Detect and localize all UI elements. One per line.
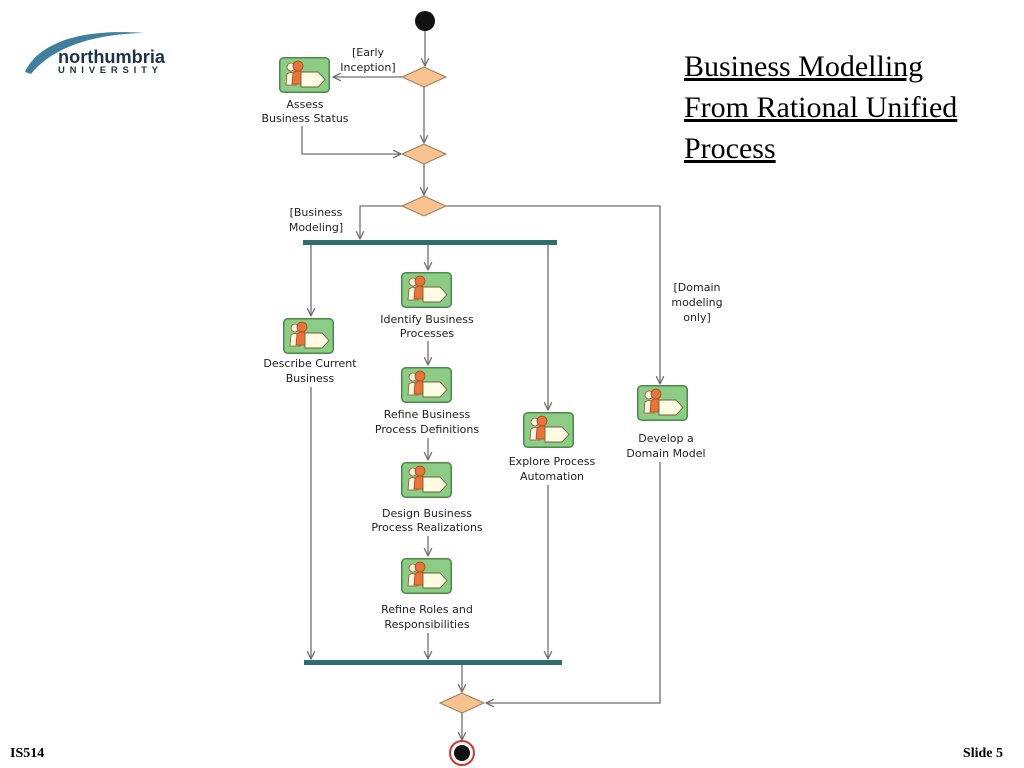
guard-label-line: [Domain (674, 281, 721, 294)
decision-node-4 (438, 692, 486, 714)
activity-label-line: Domain Model (626, 447, 705, 460)
activity-label-line: Identify Business (380, 313, 474, 326)
guard-early-inception: [Early Inception] (340, 46, 395, 74)
activity-identify-business-processes: Identify Business Processes (380, 272, 474, 340)
activity-label-line: Automation (520, 470, 584, 483)
workflow-detail-icon (401, 272, 452, 308)
initial-node (415, 11, 435, 31)
activity-refine-business-process-definitions: Refine Business Process Definitions (375, 367, 479, 436)
fork-bar (303, 240, 557, 245)
activity-label-line: Assess (286, 98, 323, 111)
workflow-detail-icon (283, 318, 334, 354)
activity-assess-business-status: Assess Business Status (261, 57, 349, 125)
activity-design-business-process-realizations: Design Business Process Realizations (371, 462, 483, 534)
logo-wordmark: northumbria (58, 47, 166, 67)
decision-node-3 (400, 195, 448, 217)
title-line: Process (684, 132, 776, 165)
title-line: Business Modelling (684, 50, 924, 83)
flow-decision-3-to-fork (360, 205, 402, 239)
activity-label-line: Describe Current (263, 357, 357, 370)
workflow-detail-icon (637, 385, 688, 421)
activity-label-line: Design Business (382, 507, 472, 520)
flow-decision-3-to-domain-model (446, 205, 660, 384)
slide-number: Slide 5 (962, 746, 1003, 761)
workflow-detail-icon (279, 57, 330, 93)
workflow-detail-icon (401, 367, 452, 403)
activity-label-line: Business Status (261, 112, 348, 125)
activity-label-line: Responsibilities (384, 618, 469, 631)
slide-title: Business Modelling From Rational Unified… (684, 46, 957, 169)
guard-label-line: [Early (352, 46, 385, 59)
activity-develop-domain-model: Develop a Domain Model (626, 385, 706, 460)
activity-label-line: Develop a (638, 432, 694, 445)
activity-label-line: Explore Process (509, 455, 596, 468)
activity-describe-current-business: Describe Current Business (263, 318, 357, 385)
workflow-detail-icon (401, 462, 452, 498)
title-line: From Rational Unified (684, 91, 958, 124)
workflow-detail-icon (401, 558, 452, 594)
decision-node-2 (400, 143, 448, 165)
activity-refine-roles-and-responsibilities: Refine Roles and Responsibilities (381, 558, 473, 631)
university-logo: northumbria UNIVERSITY (25, 32, 166, 76)
flow-assess-to-decision-2 (301, 126, 401, 154)
course-code: IS514 (10, 746, 45, 761)
activity-label-line: Business (286, 372, 335, 385)
activity-label-line: Refine Business (384, 408, 471, 421)
activity-label-line: Processes (400, 327, 454, 340)
activity-explore-process-automation: Explore Process Automation (509, 412, 596, 483)
final-node-core (454, 745, 470, 761)
activity-label-line: Refine Roles and (381, 603, 473, 616)
logo-swoosh (25, 32, 144, 74)
activity-label-line: Process Definitions (375, 423, 479, 436)
guard-label-line: Modeling] (289, 221, 343, 234)
guard-label-line: [Business (290, 206, 343, 219)
final-node (449, 740, 475, 766)
guard-label-line: modeling (671, 296, 722, 309)
guard-label-line: only] (683, 311, 711, 324)
guard-label-line: Inception] (340, 61, 395, 74)
activity-label-line: Process Realizations (371, 521, 483, 534)
guard-business-modeling: [Business Modeling] (289, 206, 343, 234)
flow-domain-model-to-decision-4 (486, 462, 661, 703)
decision-node-1 (400, 66, 448, 88)
workflow-detail-icon (523, 412, 574, 448)
guard-domain-modeling-only: [Domain modeling only] (671, 281, 722, 324)
join-bar (304, 660, 562, 665)
